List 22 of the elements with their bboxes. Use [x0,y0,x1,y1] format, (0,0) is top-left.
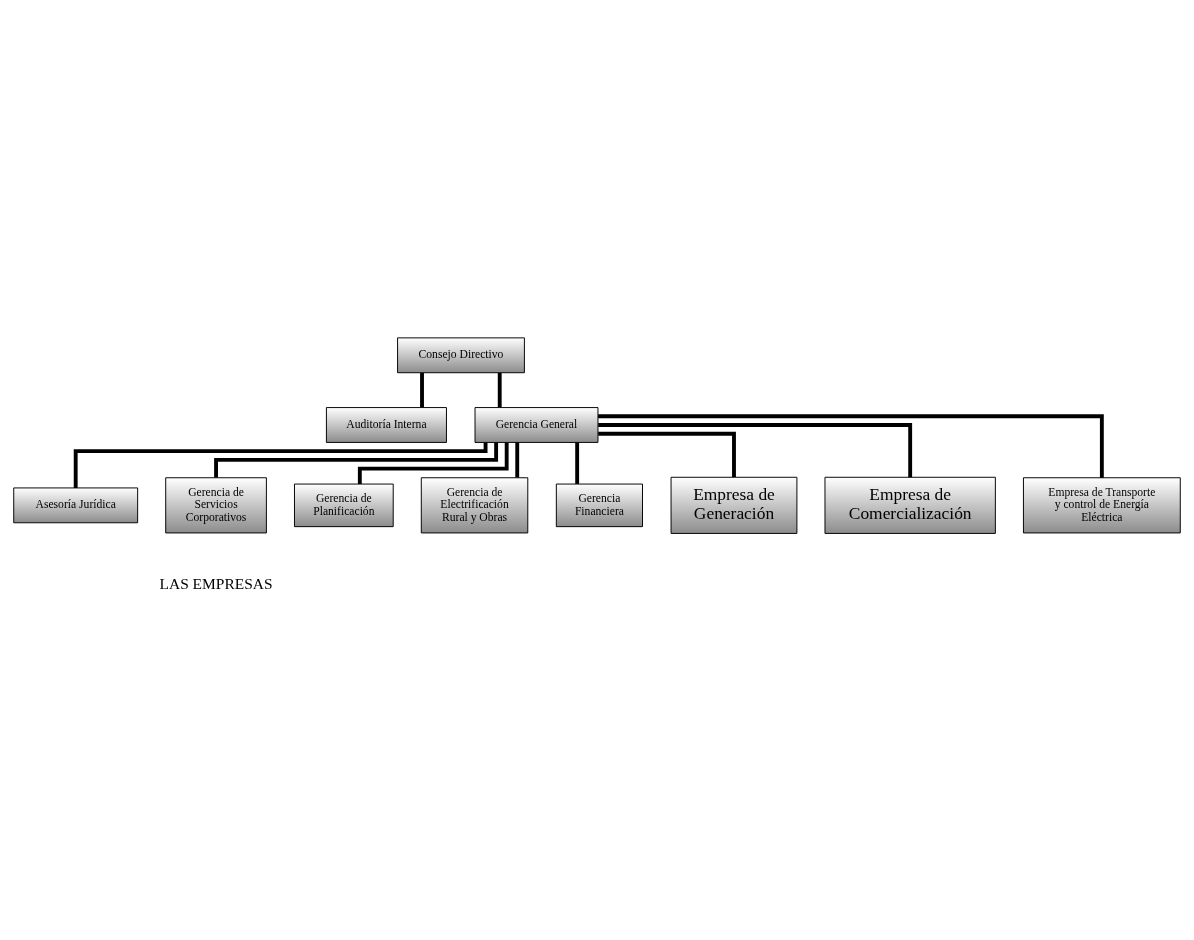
node-box: Gerencia General [474,406,599,443]
node-box: Auditoría Interna [325,406,447,443]
node-box: Asesoría Jurídica [13,486,139,523]
node-box: Gerencia de Electrificación Rural y Obras [420,476,529,533]
connector [598,422,913,477]
node-box: Consejo Directivo [397,336,525,373]
connector [357,441,509,484]
label: LAS EMPRESAS [159,574,273,592]
node-box: Empresa de Comercialización [824,476,996,534]
node-box: Empresa de Generación [670,476,798,534]
node-box: Gerencia de Servicios Corporativos [165,476,267,533]
connector [420,372,424,407]
connector [598,431,736,477]
connector [73,442,488,488]
connector [497,372,502,407]
connector [575,441,580,484]
node-box: Empresa de Transporte y control de Energía Eléctrica [1022,476,1181,533]
connector [214,442,499,478]
connector [598,413,1104,478]
node-box: Gerencia de Planificación [294,483,394,527]
connector [515,441,520,478]
node-box: Gerencia Financiera [555,483,643,527]
